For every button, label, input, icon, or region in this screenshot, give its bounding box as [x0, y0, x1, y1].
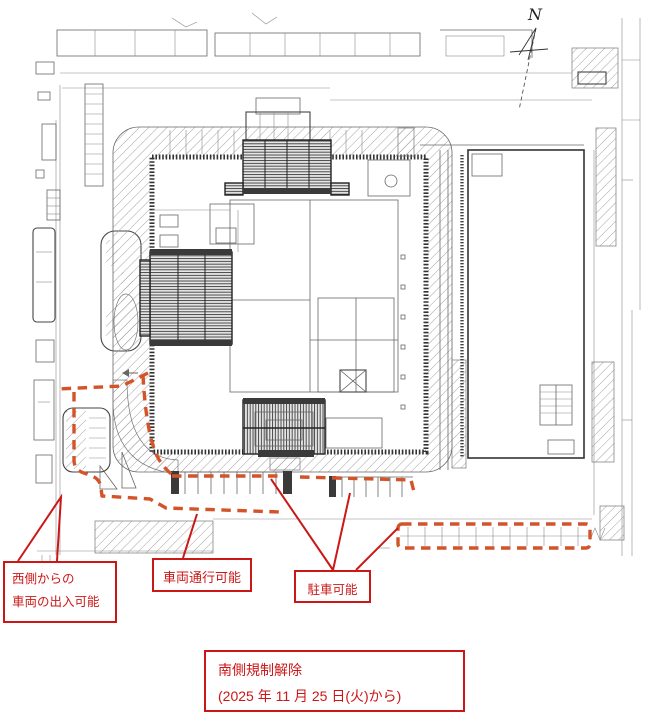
callout-vehicle-passage: 車両通行可能 — [152, 558, 252, 592]
callout-south-restriction-line1: 南側規制解除 — [218, 662, 302, 678]
north-buildings-row — [56, 12, 533, 58]
southeast-parking-strip — [400, 527, 606, 546]
north-arrow: N — [509, 5, 549, 111]
east-passage — [397, 127, 467, 470]
route-southeast-parking-outline — [396, 522, 592, 550]
direction-arrow — [122, 369, 138, 377]
street-lines — [37, 18, 641, 605]
east-sidewalk-hatches — [591, 127, 625, 541]
route-west-loop — [57, 371, 281, 514]
callout-parking: 駐車可能 — [294, 570, 371, 603]
northeast-corner-sidewalk — [571, 47, 619, 89]
callout-south-restriction-line2: (2025 年 11 月 25 日(火)から) — [218, 688, 402, 704]
callout-west-access-line2: 車両の出入可能 — [12, 595, 100, 609]
callout-west-access-line1: 西側からの — [12, 572, 75, 586]
southwest-corner-island — [62, 407, 137, 490]
callout-parking-label: 駐車可能 — [307, 583, 358, 597]
compass-n-label: N — [527, 5, 543, 24]
west-parking-ladders — [46, 83, 104, 221]
south-parking-row — [171, 471, 413, 497]
callout-west-access: 西側からの 車両の出入可能 — [3, 561, 117, 623]
west-entrance-stairs — [113, 249, 233, 351]
callout-vehicle-passage-label: 車両通行可能 — [162, 570, 241, 585]
west-buildings-column — [32, 61, 57, 484]
callout-leaders — [17, 478, 399, 571]
route-south-parking-outline — [172, 474, 416, 493]
southwest-sidewalk-strip — [94, 520, 214, 554]
east-building — [420, 144, 585, 459]
callout-south-restriction: 南側規制解除 (2025 年 11 月 25 日(火)から) — [204, 650, 465, 712]
north-entrance-stairs — [224, 97, 350, 196]
south-entrance-stairs — [242, 398, 326, 471]
